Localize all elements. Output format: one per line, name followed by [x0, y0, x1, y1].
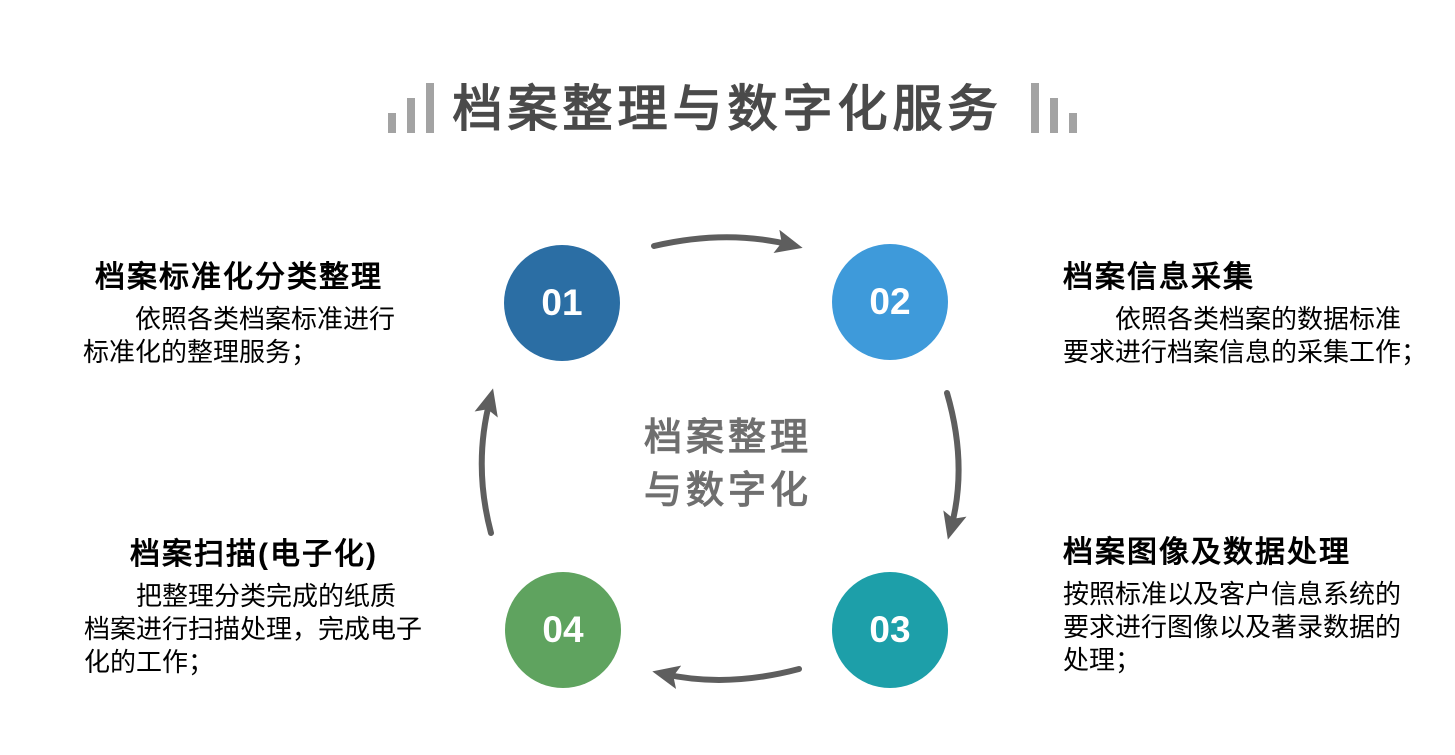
decoration-bar: [388, 113, 396, 133]
step-title: 档案标准化分类整理: [95, 261, 383, 294]
step-description-line: 处理；: [1063, 645, 1142, 675]
decoration-bar: [1069, 113, 1077, 133]
left-bars-decoration: [388, 83, 434, 133]
arrow-bottom-icon: [652, 665, 802, 689]
step-circle-02: 02: [832, 244, 948, 360]
step-block-02: 档案信息采集 依照各类档案的数据标准 要求进行档案信息的采集工作；: [1063, 258, 1453, 369]
step-circle-01: 01: [504, 245, 620, 361]
step-description-line: 按照标准以及客户信息系统的: [1063, 579, 1402, 609]
step-description-line: 化的工作；: [84, 647, 215, 677]
page-title: 档案整理与数字化服务: [452, 81, 1003, 137]
step-description-line: 要求进行图像以及著录数据的: [1063, 612, 1402, 642]
step-block-04: 档案扫描(电子化) 把整理分类完成的纸质 档案进行扫描处理，完成电子 化的工作；: [84, 535, 424, 679]
decoration-bar: [1050, 98, 1058, 133]
step-description: 把整理分类完成的纸质 档案进行扫描处理，完成电子 化的工作；: [84, 580, 424, 679]
step-circle-03: 03: [832, 572, 948, 688]
step-title: 档案信息采集: [1063, 261, 1255, 294]
decoration-bar: [407, 98, 415, 133]
arrow-top-icon: [651, 229, 803, 254]
decoration-bar: [1031, 83, 1039, 133]
step-description-line: 标准化的整理服务；: [83, 337, 318, 367]
step-description: 依照各类档案的数据标准 要求进行档案信息的采集工作；: [1063, 303, 1453, 369]
arrow-right-icon: [943, 390, 967, 540]
cycle-center-line2: 与数字化: [643, 470, 812, 512]
cycle-center-label: 档案整理 与数字化: [560, 412, 896, 518]
decoration-bar: [426, 83, 434, 133]
step-description-line: 依照各类档案的数据标准: [1115, 304, 1402, 334]
step-description: 依照各类档案标准进行 标准化的整理服务；: [83, 303, 395, 369]
step-description-line: 档案进行扫描处理，完成电子: [84, 614, 423, 644]
cycle-center-line1: 档案整理: [643, 417, 812, 459]
right-bars-decoration: [1031, 83, 1077, 133]
step-circle-04: 04: [505, 572, 621, 688]
step-description: 按照标准以及客户信息系统的 要求进行图像以及著录数据的 处理；: [1063, 578, 1453, 677]
arrow-left-icon: [474, 388, 498, 536]
step-description-line: 把整理分类完成的纸质: [136, 581, 397, 611]
step-block-01: 档案标准化分类整理 依照各类档案标准进行 标准化的整理服务；: [83, 258, 395, 369]
step-block-03: 档案图像及数据处理 按照标准以及客户信息系统的 要求进行图像以及著录数据的 处理…: [1063, 533, 1453, 677]
step-description-line: 要求进行档案信息的采集工作；: [1063, 337, 1428, 367]
step-title: 档案图像及数据处理: [1063, 536, 1351, 569]
step-title: 档案扫描(电子化): [130, 538, 378, 571]
step-description-line: 依照各类档案标准进行: [135, 304, 396, 334]
